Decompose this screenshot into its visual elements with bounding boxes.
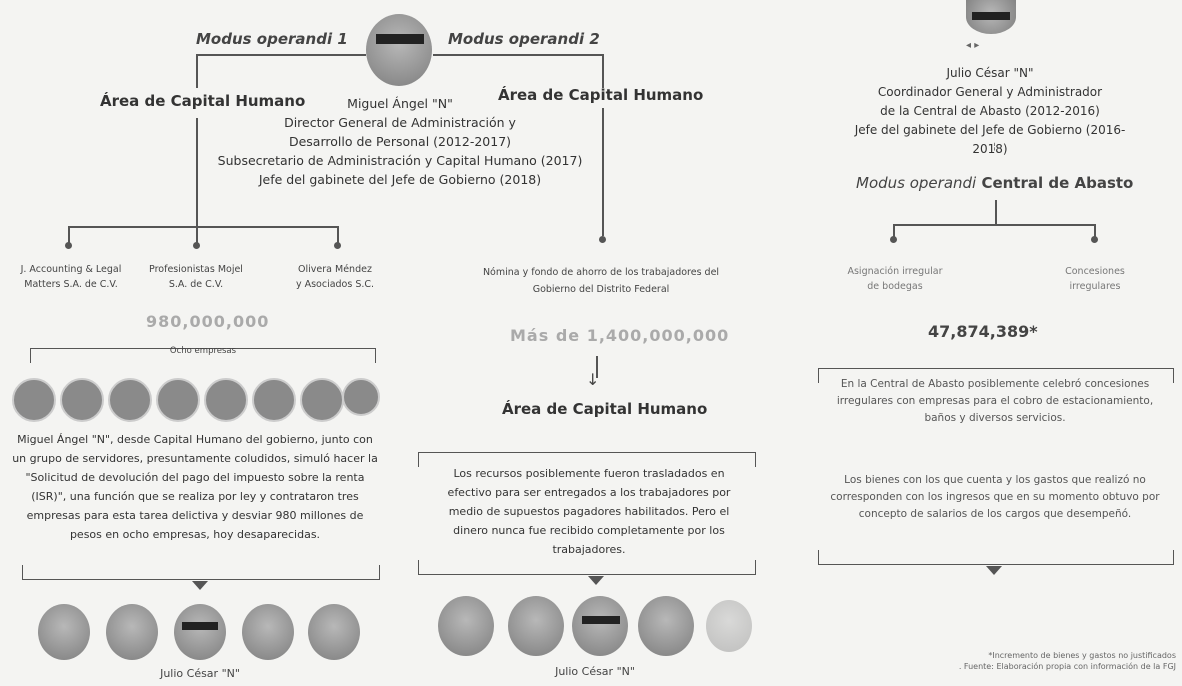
bracket-top (418, 452, 756, 467)
person-name: Julio César "N" (946, 66, 1034, 80)
julio-cesar-name-left: Julio César "N" (160, 667, 240, 680)
eye-censor-bar (972, 12, 1010, 20)
node-dot (1091, 236, 1098, 243)
avatar-icon (38, 604, 90, 660)
modus-central-abasto: Modus operandi Central de Abasto (856, 174, 1133, 192)
connector-line (602, 108, 604, 236)
modus-1-paragraph: Miguel Ángel "N", desde Capital Humano d… (12, 433, 378, 541)
connector-line (893, 224, 895, 238)
amount-980-million: 980,000,000 (146, 312, 270, 331)
down-arrow-icon: ↓ (586, 370, 600, 389)
company-3: Olivera Méndez y Asociados S.C. (295, 264, 375, 290)
connector-line (995, 200, 997, 224)
connector-line (196, 54, 366, 56)
pointer-triangle (588, 576, 604, 585)
bracket-top (818, 368, 1174, 383)
role-line: Subsecretario de Administración y Capita… (217, 153, 583, 168)
node-dot (599, 236, 606, 243)
connector-line (602, 54, 604, 88)
company-logo-icon (156, 378, 200, 422)
company-2: Profesionistas Mojel S.A. de C.V. (149, 264, 243, 290)
modus-operandi-1-label: Modus operandi 1 (196, 30, 348, 48)
modus-operandi-2-label: Modus operandi 2 (448, 30, 600, 48)
role-line: de la Central de Abasto (2012-2016) (880, 104, 1100, 118)
bracket-bottom (418, 560, 756, 575)
shoulders-icon: ◂ ▸ (966, 40, 980, 51)
person-name: Miguel Ángel "N" (347, 96, 453, 111)
role-line: Jefe del gabinete del Jefe de Gobierno (… (854, 123, 1126, 156)
julio-cesar-name-middle: Julio César "N" (555, 665, 635, 678)
connector-line (337, 226, 339, 244)
role-line: Jefe del gabinete del Jefe de Gobierno (… (258, 172, 542, 187)
amount-47-million: 47,874,389* (928, 322, 1038, 341)
role-line: Desarrollo de Personal (2012-2017) (288, 134, 512, 149)
avatar-icon (638, 596, 694, 656)
branch-concesiones: Concesiones irregulares (1065, 266, 1125, 292)
role-line: Coordinador General y Administrador (877, 85, 1103, 99)
area-capital-humano-middle: Área de Capital Humano (502, 400, 708, 418)
connector-line (433, 54, 603, 56)
avatar-icon (242, 604, 294, 660)
nomina-label: Nómina y fondo de ahorro de los trabajad… (482, 267, 720, 295)
avatar-miguel-angel (366, 14, 432, 86)
miguel-angel-roles: Miguel Ángel "N" Director General de Adm… (200, 94, 600, 189)
connector-line (1094, 224, 1096, 238)
connector-line (893, 224, 1095, 226)
pointer-triangle (192, 581, 208, 590)
abasto-paragraph-1: En la Central de Abasto posiblemente cel… (836, 378, 1154, 424)
eye-censor-bar (582, 616, 620, 624)
connector-line (196, 118, 198, 226)
bracket-bottom (818, 550, 1174, 565)
area-capital-humano-left: Área de Capital Humano (100, 92, 306, 110)
modus-italic: Modus operandi (856, 174, 977, 192)
company-logo-icon (300, 378, 344, 422)
avatar-icon (106, 604, 158, 660)
role-line: Director General de Administración y (284, 115, 516, 130)
julio-cesar-roles: Julio César "N" Coordinador General y Ad… (840, 64, 1140, 159)
connector-line (68, 226, 70, 244)
pointer-triangle (986, 566, 1002, 575)
arrow-line (596, 356, 598, 378)
bracket-bottom (22, 565, 380, 580)
company-logo-icon (252, 378, 296, 422)
ocho-empresas-label: Ocho empresas (169, 346, 237, 356)
avatar-icon (508, 596, 564, 656)
company-logo-icon (204, 378, 248, 422)
eye-censor-bar (182, 622, 218, 630)
modus-rest: Central de Abasto (976, 174, 1134, 192)
node-dot (890, 236, 897, 243)
avatar-icon (308, 604, 360, 660)
source-footnote: *Incremento de bienes y gastos no justif… (958, 651, 1176, 671)
company-logo-icon (60, 378, 104, 422)
avatar-icon (438, 596, 494, 656)
node-dot (65, 242, 72, 249)
branch-asignacion: Asignación irregular de bodegas (847, 266, 943, 292)
node-dot (334, 242, 341, 249)
modus-2-paragraph: Los recursos posiblemente fueron traslad… (447, 467, 731, 556)
abasto-paragraph-2: Los bienes con los que cuenta y los gast… (830, 474, 1160, 520)
connector-line (196, 54, 198, 88)
company-1: J. Accounting & Legal Matters S.A. de C.… (20, 264, 122, 290)
avatar-icon (706, 600, 752, 652)
avatar-julio-cesar (572, 596, 628, 656)
company-logo-icon (108, 378, 152, 422)
tick-mark: ¦ (993, 142, 997, 152)
bracket-top (30, 348, 376, 363)
avatar-julio-cesar (174, 604, 226, 660)
area-capital-humano-right: Área de Capital Humano (498, 86, 704, 104)
node-dot (193, 242, 200, 249)
connector-line (196, 226, 198, 244)
eye-censor-bar (376, 34, 424, 44)
company-logo-icon (12, 378, 56, 422)
amount-1400-million: Más de 1,400,000,000 (510, 326, 730, 345)
connector-line (68, 226, 338, 228)
company-logo-icon (342, 378, 380, 416)
